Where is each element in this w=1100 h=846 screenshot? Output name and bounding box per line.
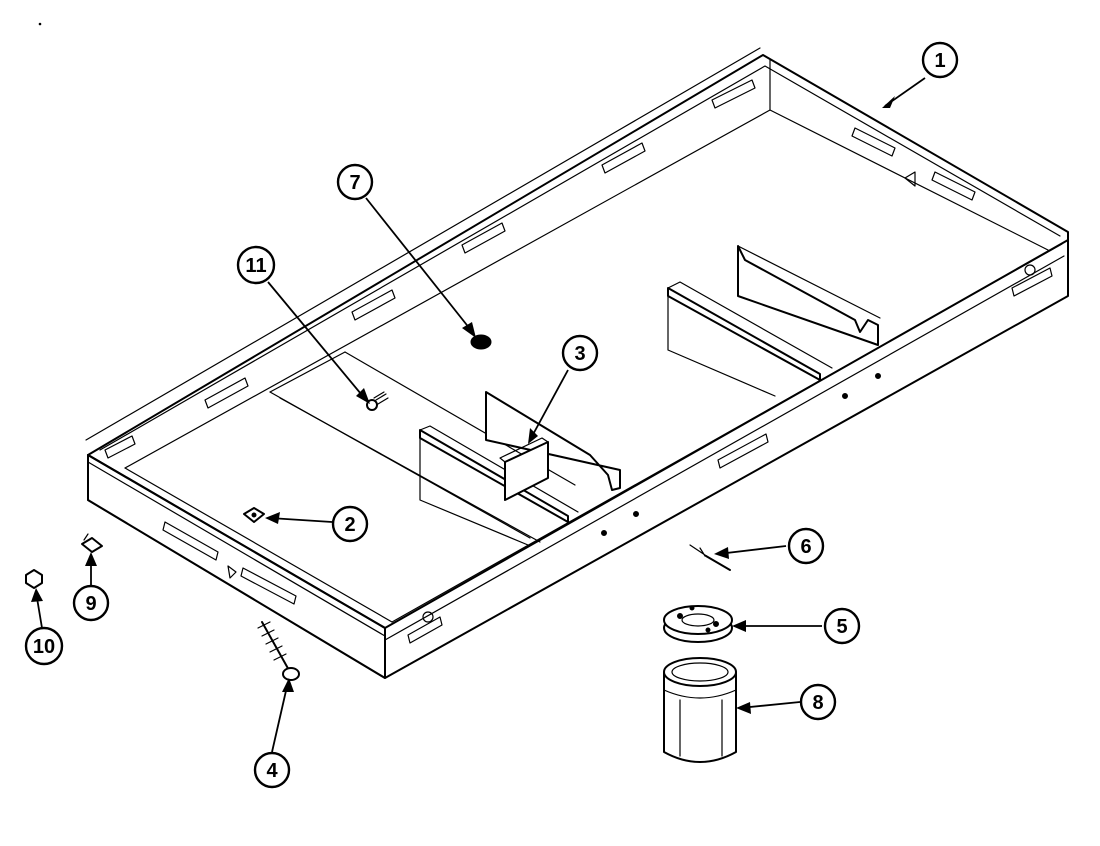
rivet-part-6: [689, 544, 731, 571]
floor-channels: [269, 245, 881, 546]
callout-7: 7: [336, 163, 374, 201]
callout-8: 8: [799, 683, 837, 721]
callout-label-5: 5: [836, 616, 847, 638]
callout-label-2: 2: [344, 514, 355, 536]
callout-4: 4: [253, 751, 291, 789]
tray-body: [85, 47, 1069, 679]
callout-label-11: 11: [245, 255, 266, 277]
callout-label-6: 6: [800, 536, 811, 558]
callout-5: 5: [823, 607, 861, 645]
end-wall-slots: [851, 127, 976, 201]
cap-part-5: [663, 605, 733, 643]
callout-1: 1: [921, 41, 959, 79]
back-wall-slots: [104, 79, 756, 459]
callout-label-10: 10: [33, 636, 55, 658]
leader-arrows: [31, 96, 895, 714]
long-screw-part-4: [257, 621, 300, 681]
callout-label-3: 3: [574, 343, 585, 365]
leader-lines: [35, 77, 926, 753]
callout-6: 6: [787, 527, 825, 565]
callout-label-1: 1: [934, 50, 945, 72]
screw-part-11: [366, 391, 389, 411]
callout-11: 11: [236, 245, 276, 285]
hexnut-part-10: [25, 569, 43, 589]
nut-part-2: [243, 507, 265, 523]
callout-3: 3: [561, 334, 599, 372]
callout-10: 10: [24, 626, 64, 666]
callout-2: 2: [331, 505, 369, 543]
plug-part-7: [470, 334, 492, 350]
callout-label-9: 9: [85, 593, 96, 615]
front-face-slots: [162, 264, 1053, 644]
callout-label-8: 8: [812, 692, 823, 714]
scan-speck: [38, 22, 42, 26]
callout-9: 9: [72, 584, 110, 622]
jar-part-8: [663, 657, 737, 763]
bracket-part-3: [499, 437, 549, 501]
callout-label-4: 4: [266, 760, 278, 782]
callout-label-7: 7: [349, 172, 360, 194]
clip-part-9: [81, 533, 103, 553]
